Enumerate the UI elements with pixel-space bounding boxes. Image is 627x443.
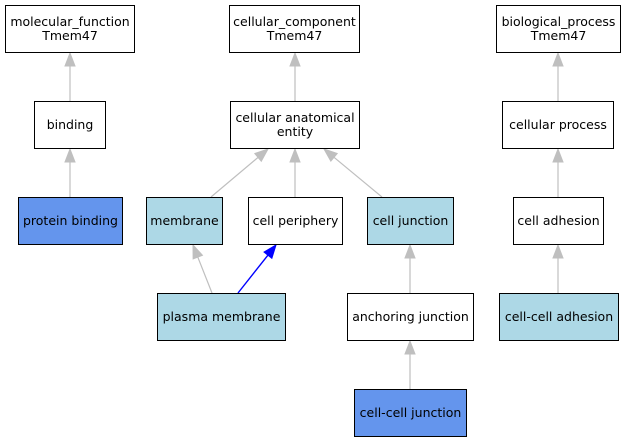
node-anchoring-junction[interactable]: anchoring junction xyxy=(347,293,474,341)
edge-arrowhead xyxy=(404,243,416,259)
edge-arrowhead xyxy=(404,339,416,355)
edge-cell-cell-adhesion-to-cell-adhesion xyxy=(552,243,564,293)
edge-arrowhead xyxy=(253,148,270,163)
node-cell-adhesion[interactable]: cell adhesion xyxy=(513,197,604,245)
edge-arrowhead xyxy=(263,243,277,260)
node-cell-periphery[interactable]: cell periphery xyxy=(248,197,343,245)
edge-arrowhead xyxy=(192,243,204,260)
edge-cell-adhesion-to-cellular-process xyxy=(552,147,564,197)
node-molecular-function[interactable]: molecular_function Tmem47 xyxy=(5,5,135,53)
edge-cell-cell-junction-to-anchoring-junction xyxy=(404,339,416,389)
edge-protein-binding-to-binding xyxy=(64,147,76,197)
edge-line xyxy=(210,156,259,198)
node-binding[interactable]: binding xyxy=(34,101,106,149)
node-cell-junction[interactable]: cell junction xyxy=(367,197,454,245)
edge-arrowhead xyxy=(552,243,564,259)
edge-arrowhead xyxy=(552,147,564,163)
edge-arrowhead xyxy=(322,148,339,163)
edge-arrowhead xyxy=(64,51,76,67)
edge-line xyxy=(197,256,213,294)
edge-plasma-membrane-to-membrane xyxy=(192,243,213,294)
edge-cellular-process-to-biological-process xyxy=(552,51,564,101)
edge-arrowhead xyxy=(64,147,76,163)
edge-plasma-membrane-to-cell-periphery xyxy=(237,243,277,294)
node-cell-cell-adhesion[interactable]: cell-cell adhesion xyxy=(499,293,619,341)
node-plasma-membrane[interactable]: plasma membrane xyxy=(157,293,286,341)
node-membrane[interactable]: membrane xyxy=(146,197,223,245)
edge-binding-to-molecular-function xyxy=(64,51,76,101)
edge-arrowhead xyxy=(552,51,564,67)
edge-membrane-to-cellular-anatomical-entity xyxy=(210,148,270,198)
edge-line xyxy=(333,156,383,198)
node-cell-cell-junction[interactable]: cell-cell junction xyxy=(354,389,467,437)
edge-cell-junction-to-cellular-anatomical-entity xyxy=(322,148,383,198)
node-biological-process[interactable]: biological_process Tmem47 xyxy=(496,5,621,53)
edge-arrowhead xyxy=(289,147,301,163)
node-cellular-process[interactable]: cellular process xyxy=(502,101,614,149)
edge-anchoring-junction-to-cell-junction xyxy=(404,243,416,293)
node-cellular-anatomical-entity[interactable]: cellular anatomical entity xyxy=(230,101,360,149)
edge-cellular-anatomical-entity-to-cellular-component xyxy=(289,51,301,101)
edge-line xyxy=(237,254,269,294)
edge-cell-periphery-to-cellular-anatomical-entity xyxy=(289,147,301,197)
node-cellular-component[interactable]: cellular_component Tmem47 xyxy=(229,5,360,53)
node-protein-binding[interactable]: protein binding xyxy=(18,197,123,245)
edge-arrowhead xyxy=(289,51,301,67)
